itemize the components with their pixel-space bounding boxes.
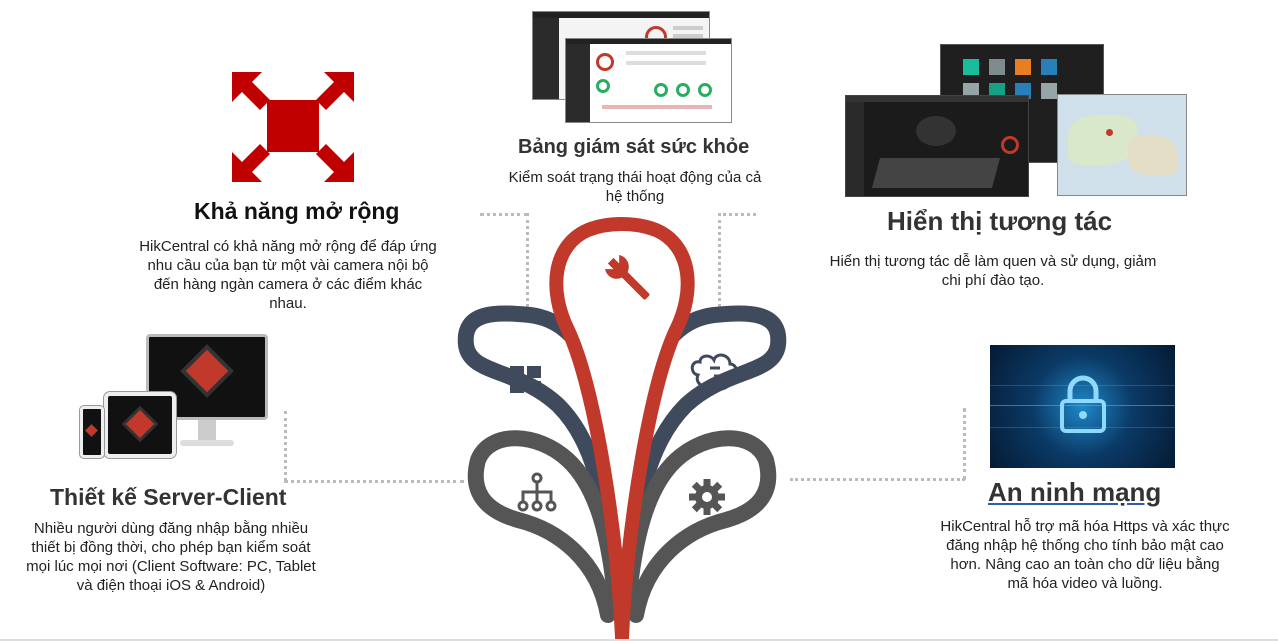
interactive-display-title: Hiển thị tương tác (887, 206, 1113, 236)
grid-icon (510, 366, 541, 393)
health-monitor-title: Bảng giám sát sức khỏe (518, 136, 750, 158)
lock-icon (1060, 375, 1106, 433)
network-icon (517, 472, 557, 512)
cybersecurity-image (990, 345, 1175, 468)
interactive-display-screenshot-map (1057, 94, 1187, 196)
connector-top-left (480, 213, 528, 216)
gear-icon (689, 479, 725, 515)
server-client-title: Thiết kế Server-Client (50, 484, 287, 510)
expand-arrows-icon (232, 72, 354, 182)
brain-icon (690, 353, 739, 391)
scalability-title: Khả năng mở rộng (194, 198, 400, 224)
wrench-icon (605, 255, 650, 300)
scalability-description: HikCentral có khả năng mở rộng để đáp ứn… (139, 238, 437, 312)
connector-right (790, 478, 965, 481)
center-pin (549, 217, 695, 641)
server-client-description: Nhiều người dùng đăng nhập bằng nhiều th… (26, 520, 316, 594)
connector-left-h (284, 480, 464, 483)
connector-left (284, 411, 287, 481)
connector-top-right (718, 213, 756, 216)
health-dashboard-screenshot-front (565, 38, 732, 123)
interactive-display-description: Hiển thị tương tác dễ làm quen và sử dụn… (829, 253, 1157, 289)
server-client-devices-illustration (80, 334, 270, 464)
petal-lower-right (620, 430, 777, 623)
health-monitor-description: Kiểm soát trạng thái hoạt động của cả hệ… (508, 169, 762, 205)
bottom-divider (0, 639, 1278, 641)
connector-top-right-v (718, 213, 721, 313)
cybersecurity-description: HikCentral hỗ trợ mã hóa Https và xác th… (940, 518, 1230, 592)
connector-top-left-v (526, 213, 529, 313)
cybersecurity-title: An ninh mạng (988, 477, 1162, 507)
central-flower-diagram (457, 217, 787, 641)
petal-lower-left (467, 430, 624, 623)
interactive-display-screenshot-main (845, 95, 1029, 197)
connector-right-v (963, 408, 966, 480)
